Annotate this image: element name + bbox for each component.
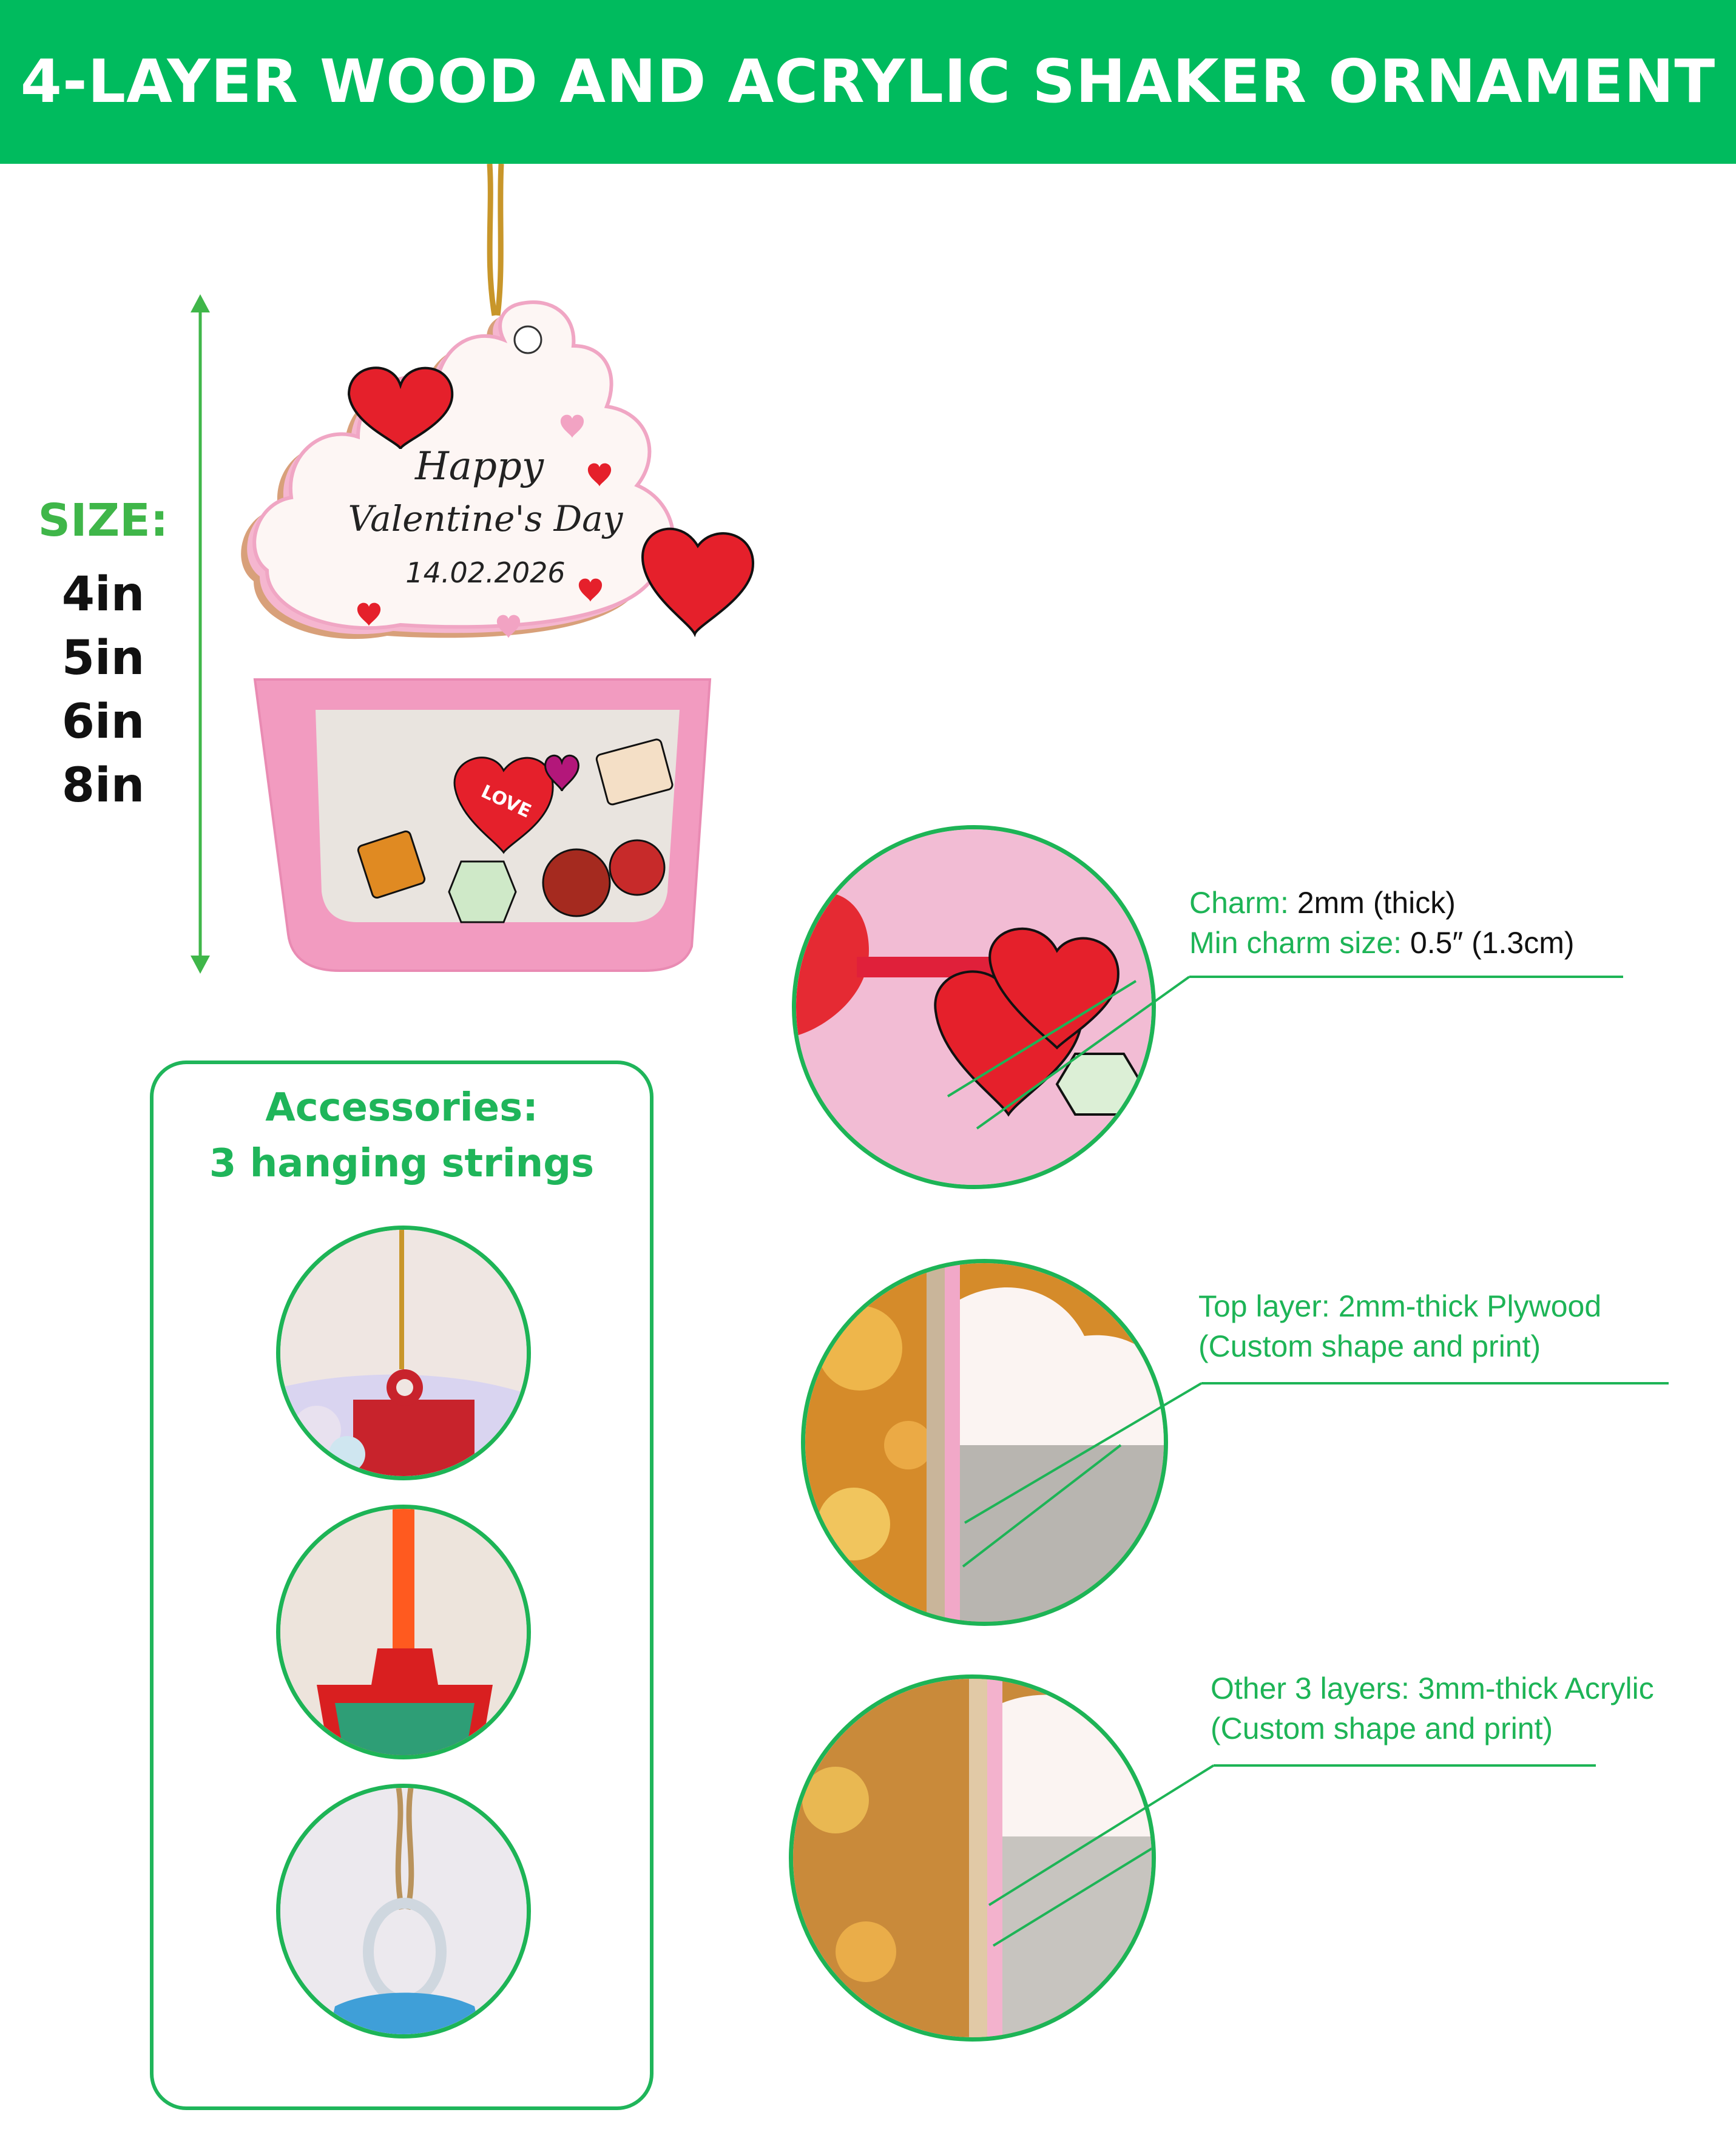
ornament-drawing: Happy Valentine's Day 14.02.2026 LOVE — [241, 163, 754, 972]
charm-label: Charm: — [1189, 886, 1289, 920]
other-layers-value: 3mm-thick Acrylic — [1417, 1671, 1654, 1705]
charm-callout: Charm: 2mm (thick) Min charm size: 0.5″ … — [1189, 883, 1575, 963]
accessory-jute-string-photo — [276, 1784, 531, 2039]
accessories-heading: Accessories: 3 hanging strings — [150, 1080, 654, 1192]
top-layer-value: 2mm-thick Plywood — [1338, 1289, 1602, 1323]
other-layers-label: Other 3 layers: — [1211, 1671, 1410, 1705]
other-layers-note: (Custom shape and print) — [1211, 1711, 1553, 1745]
min-charm-value: 0.5″ (1.3cm) — [1410, 926, 1575, 960]
red-ribbon-image — [280, 1509, 527, 1755]
accessories-panel — [150, 1061, 654, 2110]
ornament-illustration: Happy Valentine's Day 14.02.2026 LOVE — [218, 163, 801, 995]
size-option-5in: 5in — [61, 631, 145, 686]
min-charm-label: Min charm size: — [1189, 926, 1402, 960]
other-layers-callout: Other 3 layers: 3mm-thick Acrylic (Custo… — [1211, 1668, 1654, 1749]
hanging-string — [487, 163, 504, 316]
charm-detail-image — [796, 829, 1152, 1185]
top-layer-callout: Top layer: 2mm-thick Plywood (Custom sha… — [1198, 1286, 1601, 1366]
header-banner: 4-LAYER WOOD AND ACRYLIC SHAKER ORNAMENT — [0, 0, 1736, 164]
ornament-date: 14.02.2026 — [405, 556, 565, 589]
heart-icon — [641, 527, 754, 638]
accessory-gold-string-photo — [276, 1226, 531, 1480]
acrylic-layers-detail-photo — [789, 1674, 1156, 2042]
accessory-red-ribbon-photo — [276, 1505, 531, 1759]
charm-value: 2mm (thick) — [1297, 886, 1456, 920]
accessories-heading-line2: 3 hanging strings — [209, 1141, 595, 1186]
charm-callout-line — [976, 976, 1623, 1130]
other-layers-callout-line — [988, 1764, 1596, 1906]
size-option-6in: 6in — [61, 695, 145, 749]
top-layer-callout-line — [964, 1382, 1669, 1524]
top-layer-note: (Custom shape and print) — [1198, 1329, 1541, 1363]
size-option-4in: 4in — [61, 567, 145, 622]
ornament-greeting-2: Valentine's Day — [348, 498, 624, 539]
top-layer-label: Top layer: — [1198, 1289, 1330, 1323]
size-heading: SIZE: — [38, 494, 169, 547]
size-option-8in: 8in — [61, 758, 145, 813]
gold-string-image — [280, 1230, 527, 1476]
page-title: 4-LAYER WOOD AND ACRYLIC SHAKER ORNAMENT — [20, 47, 1716, 116]
size-arrow — [191, 294, 210, 974]
charm-detail-photo — [792, 825, 1156, 1189]
ornament-greeting-1: Happy — [414, 444, 544, 489]
accessories-heading-line1: Accessories: — [265, 1085, 538, 1130]
heart-icon — [347, 366, 454, 450]
jute-string-image — [280, 1788, 527, 2034]
